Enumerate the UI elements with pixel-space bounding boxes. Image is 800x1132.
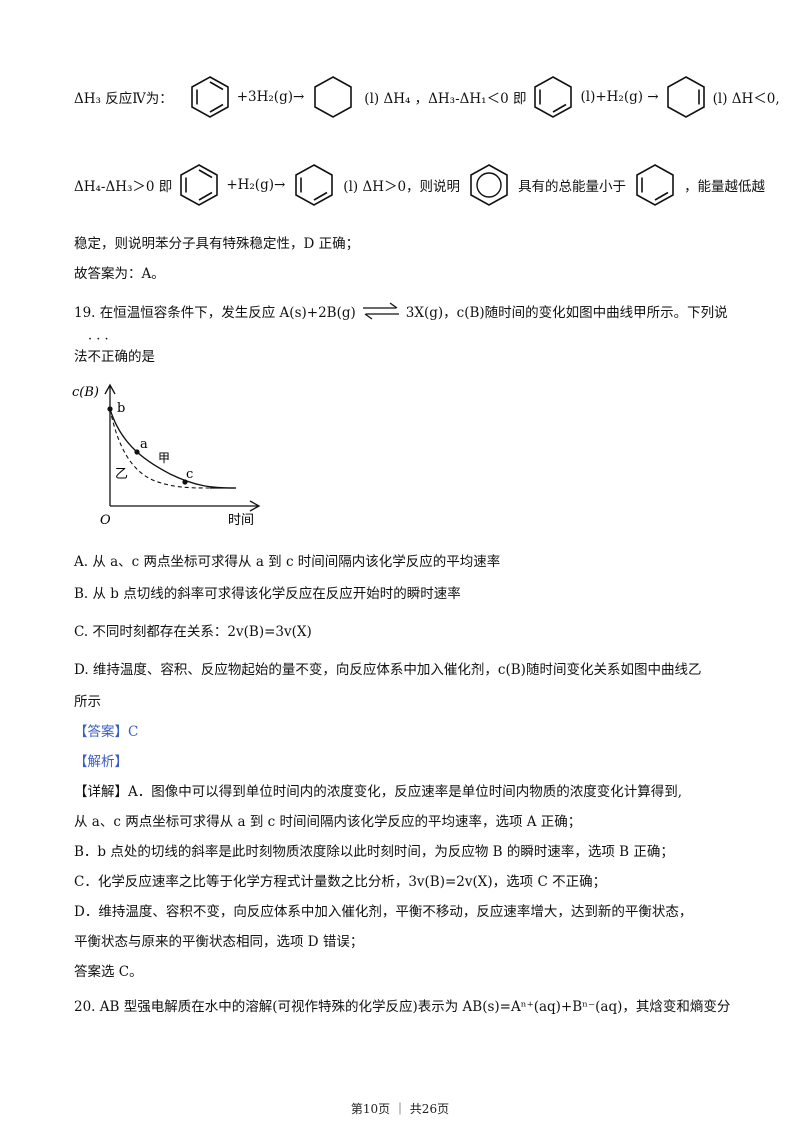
intro-text: +H₂(g)→ <box>226 177 286 193</box>
option-d-line-2: 所示 <box>74 694 101 710</box>
intro-line-3: 稳定，则说明苯分子具有特殊稳定性，D 正确； <box>74 236 360 252</box>
option-b: B. 从 b 点切线的斜率可求得该化学反应在反应开始时的瞬时速率 <box>74 586 461 602</box>
curve-jia-label: 甲 <box>158 451 170 465</box>
intro-text: (l)+H₂(g) → <box>580 89 659 105</box>
x-axis-arrow <box>249 500 261 512</box>
curve-yi-label: 乙 <box>115 467 128 482</box>
analysis-tag: 【解析】 <box>74 754 128 770</box>
cyclohexane-ring-icon <box>314 76 353 118</box>
curve-yi <box>109 408 211 489</box>
option-d-line-1: D. 维持温度、容积、反应物起始的量不变，向反应体系中加入催化剂，c(B)随时间… <box>74 662 702 678</box>
cyclohexadiene-ring-icon <box>534 76 573 118</box>
concentration-time-graph: c(B) O 时间 b a c 甲 乙 <box>72 383 261 528</box>
point-a <box>134 449 140 455</box>
point-a-label: a <box>140 437 148 452</box>
detail-line-7: 答案选 C。 <box>74 964 143 980</box>
cyclohexene-ring-icon <box>666 76 705 118</box>
cyclohexadiene-ring-icon <box>636 164 674 206</box>
detail-line-3: B．b 点处的切线的斜率是此时刻物质浓度除以此时刻时间，为反应物 B 的瞬时速率… <box>74 844 674 860</box>
benzene-ring-icon <box>180 164 219 206</box>
intro-text: 具有的总能量小于 <box>518 179 627 195</box>
detail-line-2: 从 a、c 两点坐标可求得从 a 到 c 时间间隔内该化学反应的平均速率，选项 … <box>74 814 582 830</box>
option-c: C. 不同时刻都存在关系：2v(B)=3v(X) <box>74 624 312 640</box>
curve-jia <box>109 408 237 489</box>
answer-tag: 【答案】C <box>74 724 139 740</box>
origin-label: O <box>100 513 111 528</box>
intro-text: (l) ΔH₄ ，ΔH₃-ΔH₁＜0 即 <box>364 91 527 107</box>
intro-text: ΔH₄-ΔH₃＞0 即 <box>74 179 173 195</box>
intro-line-4: 故答案为：A。 <box>74 266 165 282</box>
page-footer: 第10页 ｜ 共26页 <box>350 1102 450 1116</box>
point-c-label: c <box>186 467 193 482</box>
q19-stem-line-2: 法不正确的是 <box>74 349 155 365</box>
detail-line-1: 【详解】A．图像中可以得到单位时间内的浓度变化，反应速率是单位时间内物质的浓度变… <box>74 784 683 800</box>
emphasis-text: 不正确 <box>87 349 129 365</box>
x-axis-label: 时间 <box>228 513 254 528</box>
q19-stem-text: 19. 在恒温恒容条件下，发生反应 A(s)+2B(g) <box>74 305 356 321</box>
intro-text: +3H₂(g)→ <box>236 89 305 105</box>
intro-text: (l) ΔH＞0，则说明 <box>343 179 461 195</box>
y-axis-arrow <box>104 383 116 395</box>
cyclohexadiene-ring-icon <box>295 164 334 206</box>
benzene-ring-icon <box>190 76 229 118</box>
detail-line-5: D．维持温度、容积不变，向反应体系中加入催化剂，平衡不移动，反应速率增大，达到新… <box>74 904 693 920</box>
detail-line-6: 平衡状态与原来的平衡状态相同，选项 D 错误； <box>74 934 364 950</box>
q19-stem-text: 3X(g)，c(B)随时间的变化如图中曲线甲所示。下列说 <box>405 305 728 321</box>
point-b-label: b <box>117 401 125 416</box>
reversible-arrow-icon <box>362 302 399 320</box>
emphasis-dots: · · · <box>88 332 109 347</box>
intro-line-2: ΔH₄-ΔH₃＞0 即 +H₂(g)→ (l) ΔH＞0，则说明 具有的总能量小… <box>74 162 765 208</box>
y-axis-label: c(B) <box>72 385 99 400</box>
benzene-ring-icon <box>470 164 508 206</box>
q19-stem-line-1: 19. 在恒温恒容条件下，发生反应 A(s)+2B(g) 3X(g)，c(B)随… <box>74 300 728 322</box>
intro-text: (l) ΔH＜0, <box>712 91 780 107</box>
option-a: A. 从 a、c 两点坐标可求得从 a 到 c 时间间隔内该化学反应的平均速率 <box>74 554 501 570</box>
detail-line-4: C．化学反应速率之比等于化学方程式计量数之比分析，3v(B)=2v(X)，选项 … <box>74 874 607 890</box>
intro-text: ΔH₃ 反应Ⅳ为： <box>74 91 173 107</box>
point-c <box>182 479 188 485</box>
intro-text: ，能量越低越 <box>684 179 766 195</box>
answer-line: 【答案】C <box>74 720 138 740</box>
q20-stem: 20. AB 型强电解质在水中的溶解(可视作特殊的化学反应)表示为 AB(s)=… <box>74 999 731 1015</box>
point-b <box>107 406 113 412</box>
intro-line-1: ΔH₃ 反应Ⅳ为： +3H₂(g)→ (l) ΔH₄ ，ΔH₃-ΔH₁＜0 即 … <box>74 74 780 120</box>
